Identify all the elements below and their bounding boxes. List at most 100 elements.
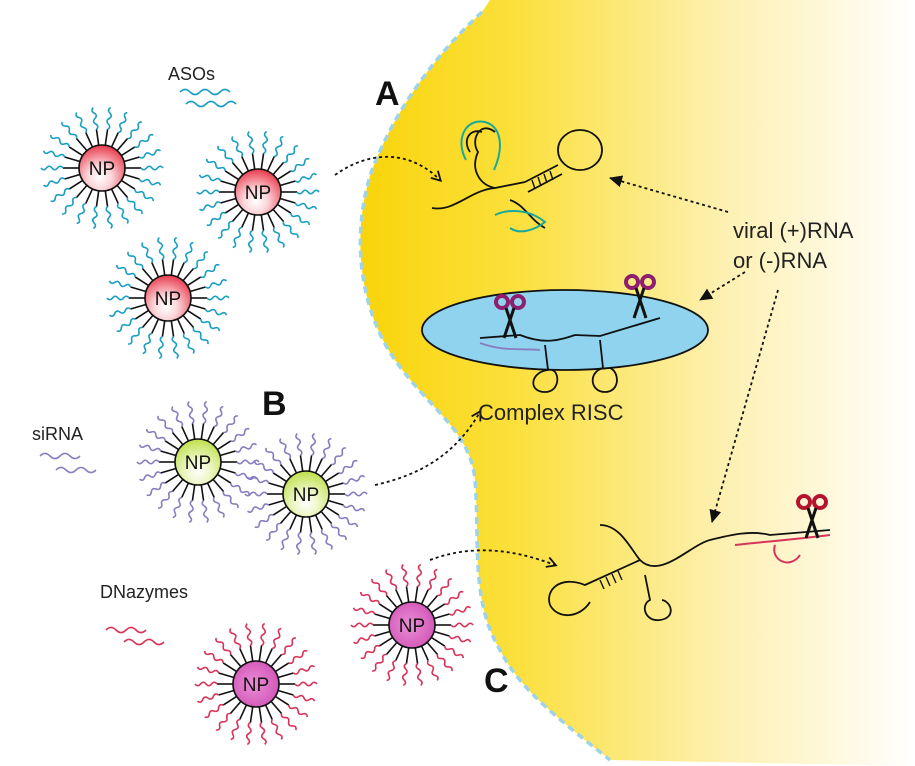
- linker-stem: [134, 276, 150, 287]
- linker-stem: [414, 647, 419, 664]
- linker-stem: [220, 197, 237, 204]
- linker-stem: [241, 156, 250, 172]
- oligonucleotide-strand: [272, 227, 285, 248]
- scissors-icon: [624, 274, 656, 319]
- nanoparticle-sirna: NP: [136, 400, 260, 524]
- linker-stem: [276, 203, 292, 214]
- linker-stem: [374, 613, 391, 620]
- oligonucleotide-strand: [204, 308, 228, 316]
- nanoparticle-aso: NP: [106, 236, 230, 360]
- np-core: [388, 601, 436, 649]
- oligonucleotide-strand: [206, 295, 230, 301]
- linker-stem: [264, 648, 273, 664]
- oligonucleotide-strand: [350, 622, 374, 628]
- linker-stem: [272, 208, 285, 222]
- oligonucleotide-strand: [213, 405, 224, 428]
- oligonucleotide-strand: [109, 307, 132, 317]
- oligonucleotide-strand: [216, 712, 231, 731]
- linker-stem: [85, 188, 94, 204]
- oligonucleotide-strand: [273, 135, 284, 158]
- viral-rna-label-line2: or (-)RNA: [733, 248, 827, 273]
- np-label: NP: [89, 159, 115, 180]
- linker-stem: [239, 648, 248, 664]
- linker-stem: [160, 467, 177, 474]
- linker-stem: [241, 212, 250, 228]
- oligonucleotide-strand: [247, 229, 254, 254]
- aso-bound-strands: [460, 120, 547, 233]
- oligonucleotide-strand: [197, 693, 220, 703]
- oligonucleotide-strand: [193, 251, 208, 270]
- oligonucleotide-strand: [229, 628, 242, 649]
- oligonucleotide-strand: [172, 236, 179, 261]
- oligonucleotide-strand: [266, 522, 281, 541]
- oligonucleotide-strand: [359, 591, 380, 605]
- linker-stem: [64, 173, 81, 180]
- oligonucleotide-strand: [230, 718, 241, 741]
- oligonucleotide-strand: [127, 121, 142, 140]
- oligonucleotide-strand: [231, 136, 244, 157]
- oligonucleotide-strand: [218, 220, 233, 239]
- oligonucleotide-strand: [372, 653, 387, 672]
- linker-stem: [249, 645, 254, 662]
- oligonucleotide-strand: [76, 202, 87, 225]
- oligonucleotide-strand: [196, 189, 220, 195]
- linker-stem: [433, 613, 450, 620]
- oligonucleotide-strand: [223, 415, 238, 434]
- linker-stem: [151, 318, 160, 334]
- linker-stem: [182, 268, 195, 282]
- linker-stem: [251, 214, 256, 231]
- linker-stem: [299, 455, 304, 472]
- linker-stem: [231, 208, 244, 222]
- linker-stem: [395, 589, 404, 605]
- oligonucleotide-strand: [206, 211, 226, 227]
- linker-stem: [279, 197, 296, 204]
- oligonucleotide-strand: [91, 205, 98, 230]
- linker-stem: [249, 706, 254, 723]
- linker-stem: [130, 303, 147, 310]
- oligonucleotide-strand: [415, 663, 423, 686]
- oligonucleotide-strand: [138, 178, 162, 186]
- nanoparticle-sirna: NP: [244, 432, 368, 556]
- linker-stem: [374, 630, 391, 637]
- linker-stem: [160, 450, 177, 457]
- oligonucleotide-strand: [198, 174, 222, 182]
- oligonucleotide-strand: [282, 221, 299, 239]
- linker-stem: [289, 458, 298, 474]
- linker-stem: [231, 162, 244, 176]
- oligonucleotide-strand: [204, 703, 224, 719]
- oligonucleotide-strand: [342, 504, 366, 512]
- oligonucleotide-strand: [330, 523, 347, 541]
- oligonucleotide-strand: [171, 336, 179, 359]
- linker-stem: [395, 645, 404, 661]
- oligonucleotide-strand: [444, 645, 465, 659]
- linker-stem: [279, 464, 292, 478]
- linker-stem: [224, 203, 240, 214]
- oligonucleotide-strand: [385, 569, 398, 590]
- linker-stem: [327, 499, 344, 506]
- linker-stem: [229, 654, 242, 668]
- oligonucleotide-strand: [204, 279, 227, 289]
- linker-stem: [314, 458, 323, 474]
- oligonucleotide-strand: [247, 131, 255, 154]
- linker-stem: [258, 706, 263, 723]
- oligonucleotide-strand: [194, 681, 218, 687]
- linker-stem: [130, 286, 147, 293]
- viral-rna-label-line1: viral (+)RNA: [733, 218, 854, 243]
- linker-stem: [264, 704, 273, 720]
- linker-stem: [176, 262, 185, 278]
- linker-stem: [182, 314, 195, 328]
- np-core: [144, 274, 192, 322]
- linker-stem: [104, 190, 109, 207]
- oligonucleotide-strand: [141, 242, 154, 263]
- oligonucleotide-strand: [183, 241, 194, 264]
- oligonucleotide-strand: [40, 165, 64, 171]
- linker-stem: [191, 484, 196, 501]
- linker-stem: [218, 672, 235, 679]
- linker-stem: [229, 700, 242, 714]
- oligonucleotide-strand: [157, 335, 164, 360]
- section-b-label: B: [262, 385, 287, 423]
- np-core: [282, 470, 330, 518]
- linker-stem: [272, 472, 288, 483]
- linker-stem: [430, 636, 446, 647]
- linker-stem: [277, 689, 294, 696]
